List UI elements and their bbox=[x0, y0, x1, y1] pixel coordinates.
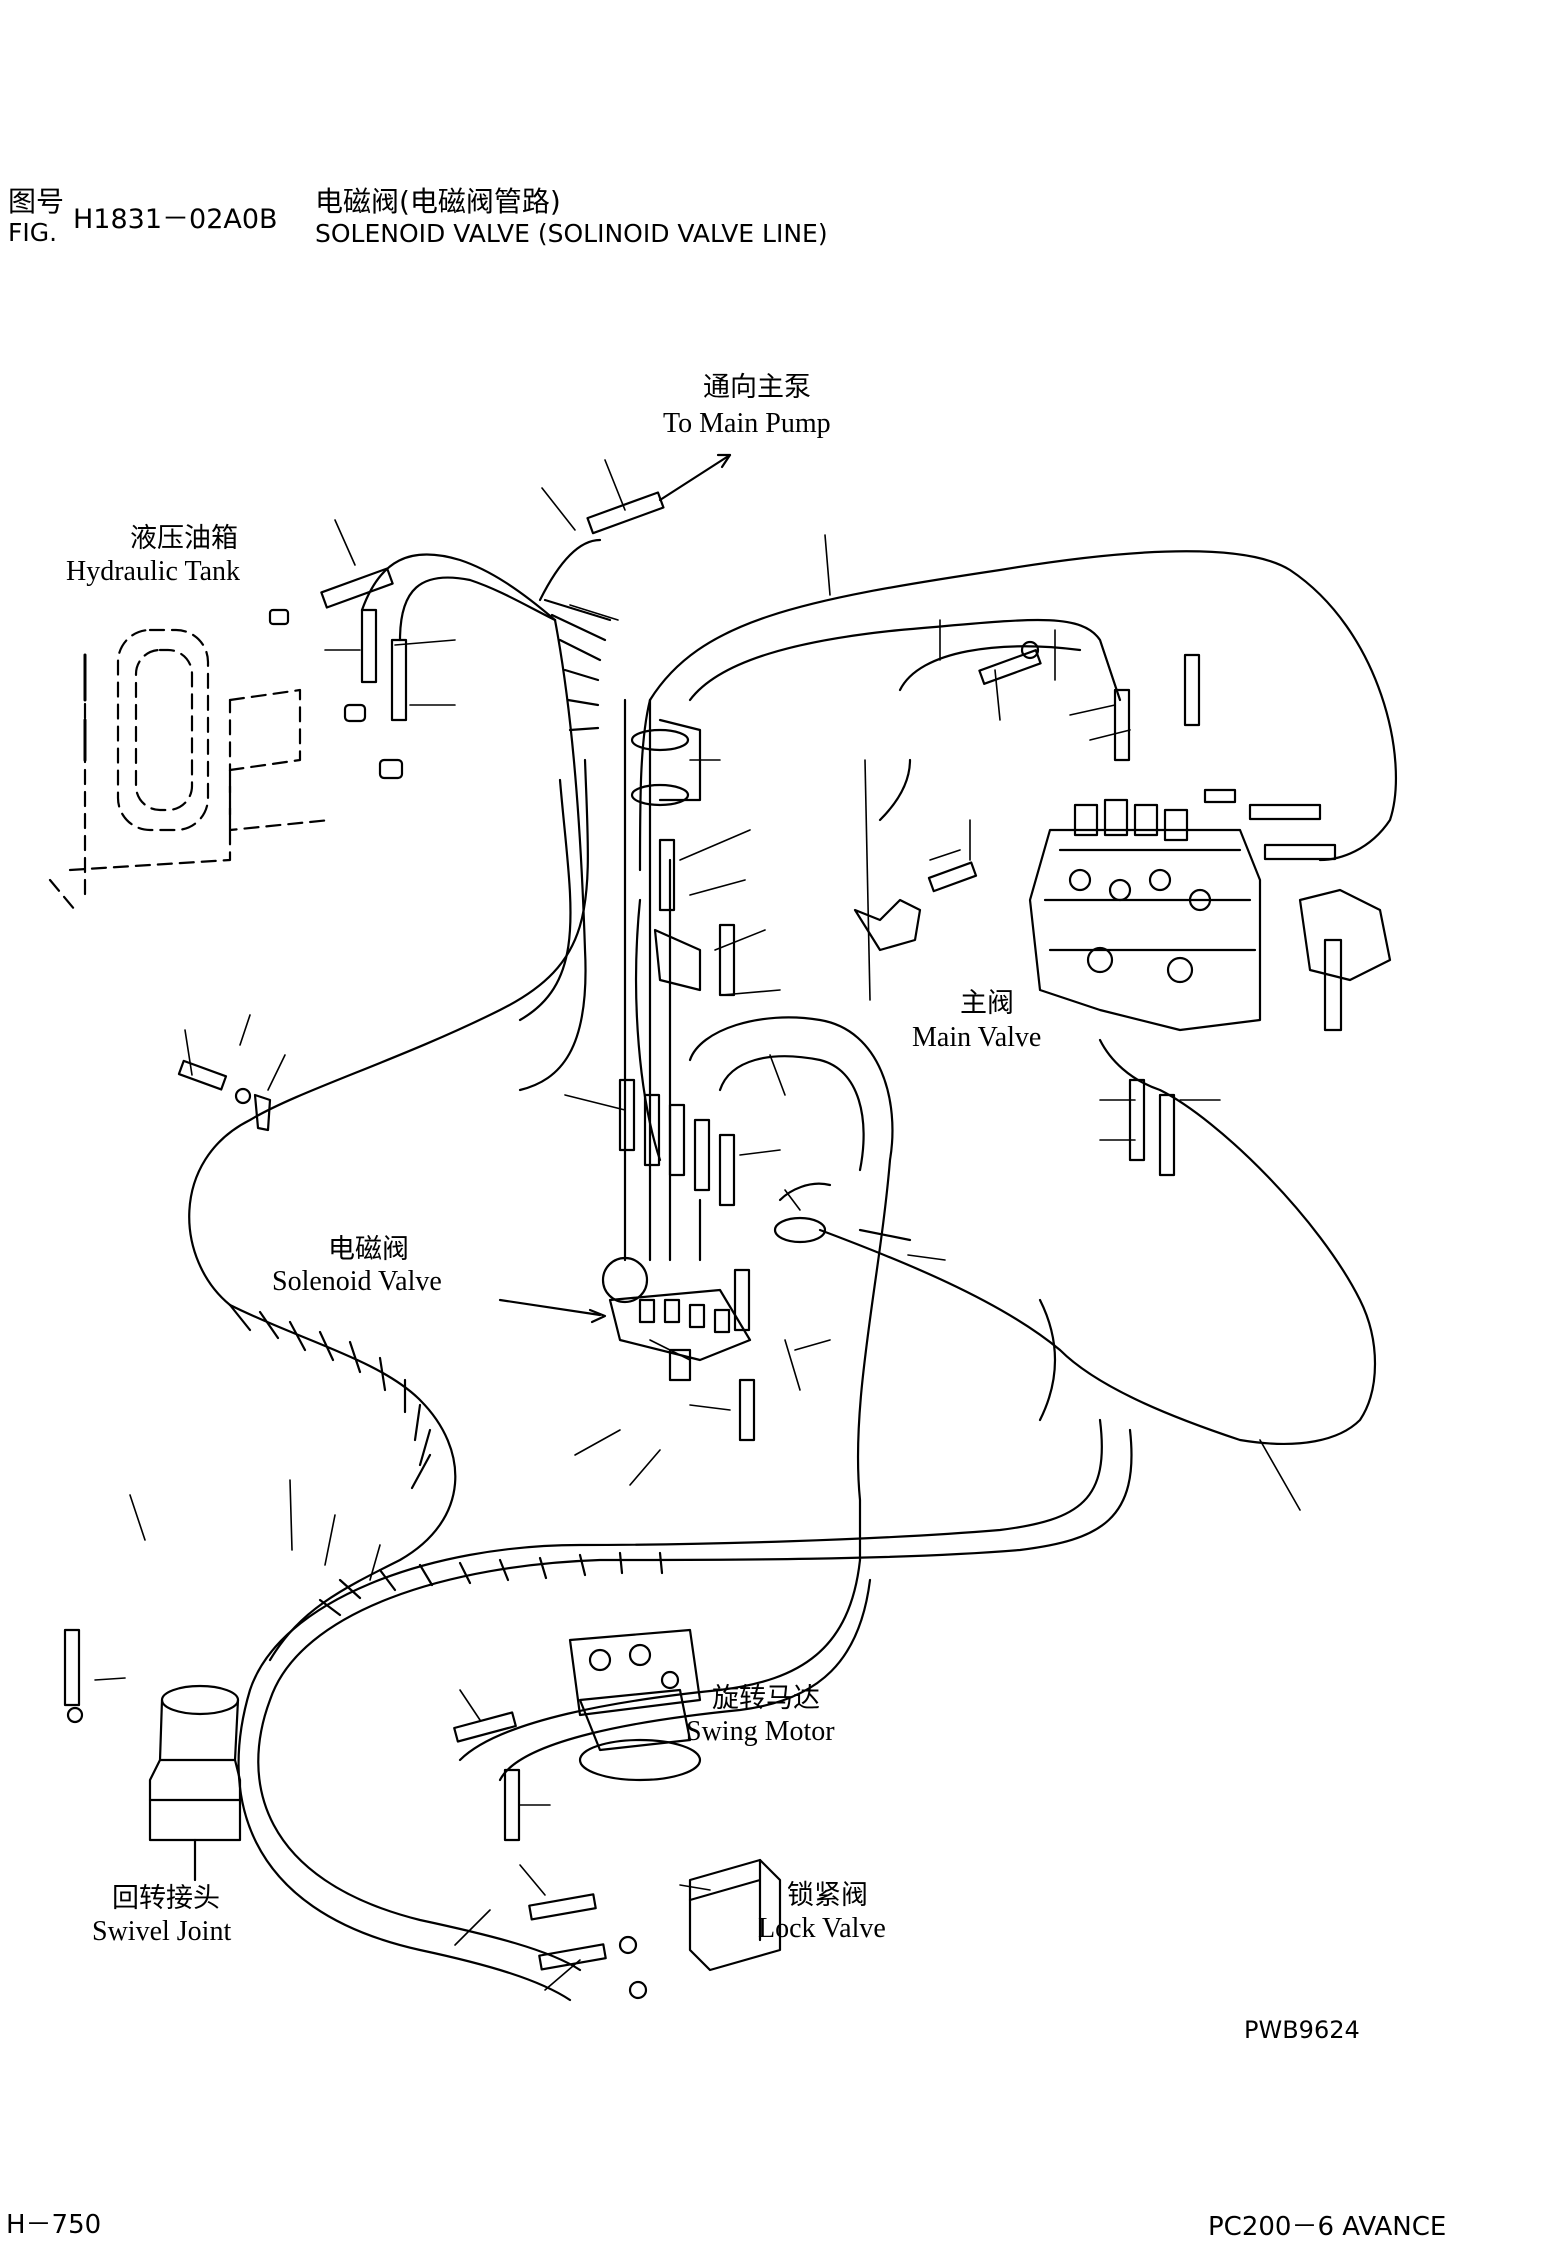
hoses-upper bbox=[360, 453, 732, 1092]
hose-clamps bbox=[630, 718, 702, 807]
title-en: SOLENOID VALVE (SOLINOID VALVE LINE) bbox=[315, 219, 828, 248]
leader-lines bbox=[94, 459, 1301, 1991]
clamp-left bbox=[177, 1059, 272, 1132]
hoses-main-valve bbox=[635, 550, 1397, 1562]
fig-number: H1831－02A0B bbox=[73, 204, 278, 235]
swivel-joint-label-cn: 回转接头 bbox=[112, 1883, 220, 1914]
fig-label-cn: 图号 bbox=[8, 185, 65, 218]
title-cn: 电磁阀(电磁阀管路) bbox=[315, 185, 561, 218]
hydraulic-tank bbox=[48, 628, 332, 912]
lock-valve-label-cn: 锁紧阀 bbox=[787, 1880, 868, 1911]
main-pump-label-en: To Main Pump bbox=[663, 408, 831, 439]
model-name: PC200－6 AVANCE bbox=[1208, 2212, 1447, 2242]
lock-valve-label-en: Lock Valve bbox=[758, 1913, 886, 1944]
bracket-middle bbox=[773, 861, 978, 1244]
swing-motor-label-en: Swing Motor bbox=[686, 1716, 835, 1747]
tank-fittings bbox=[268, 567, 408, 780]
solenoid-valve-label-cn: 电磁阀 bbox=[328, 1234, 409, 1265]
main-valve-label-cn: 主阀 bbox=[960, 988, 1014, 1019]
swivel-joint-label-en: Swivel Joint bbox=[92, 1916, 232, 1947]
solenoid-valve-label-en: Solenoid Valve bbox=[272, 1266, 442, 1297]
drawing-code: PWB9624 bbox=[1244, 2016, 1360, 2044]
main-valve-block bbox=[1028, 798, 1392, 1032]
page-number: H－750 bbox=[6, 2210, 102, 2240]
swing-motor-body bbox=[453, 1628, 702, 1842]
main-pump-label-cn: 通向主泵 bbox=[703, 372, 811, 403]
hydraulic-tank-label-en: Hydraulic Tank bbox=[66, 556, 241, 587]
lock-valve-body bbox=[528, 1858, 782, 2000]
hoses-lower bbox=[237, 1418, 1133, 2002]
solenoid-valve-body bbox=[498, 1256, 752, 1382]
swing-motor-label-cn: 旋转马达 bbox=[712, 1683, 820, 1714]
main-valve-fittings bbox=[978, 640, 1343, 1177]
solenoid-fittings bbox=[618, 698, 756, 1442]
hoses-left-loop bbox=[188, 758, 589, 1662]
swivel-joint-body bbox=[63, 1628, 242, 1882]
main-valve-label-en: Main Valve bbox=[912, 1022, 1042, 1053]
fig-label-en: FIG. bbox=[8, 218, 58, 247]
hydraulic-tank-label-cn: 液压油箱 bbox=[130, 523, 238, 554]
